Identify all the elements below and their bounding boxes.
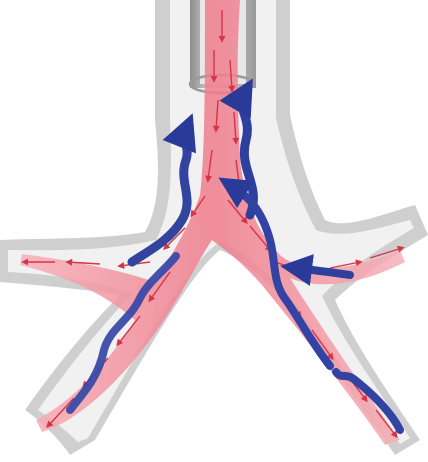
- airway-svg: [0, 0, 428, 462]
- airway-diagram: [0, 0, 428, 462]
